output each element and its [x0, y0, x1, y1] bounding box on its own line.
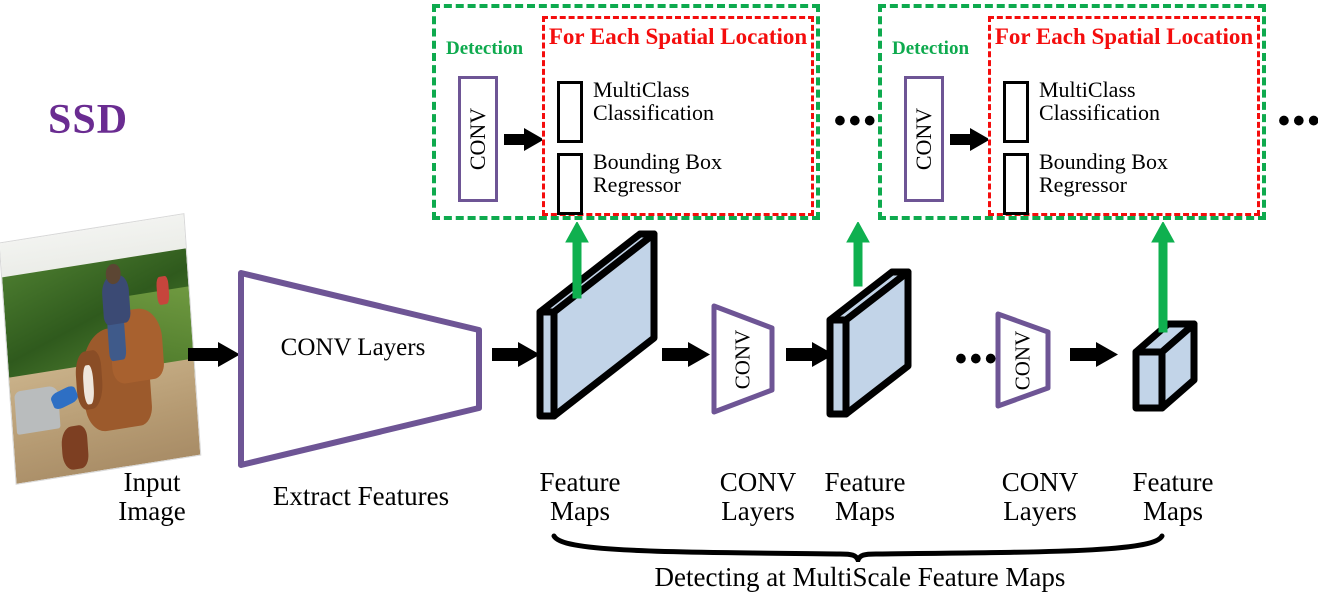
detection-ellipsis-after: •••: [1278, 102, 1318, 140]
arrow-conv3-to-fm3: [1070, 342, 1118, 367]
detection-box-2[interactable]: Detection CONV For Each Spatial Location…: [878, 4, 1266, 220]
green-arrow-fm2-to-detection: [846, 222, 870, 287]
conv-trapezoid-3-label: CONV: [992, 308, 1054, 412]
input-image-photo: [0, 213, 202, 485]
multiclass-classification-label-2: MultiClass Classification: [1039, 77, 1160, 125]
arrow-fm1-to-conv2: [662, 342, 710, 367]
detection-box-1[interactable]: Detection CONV For Each Spatial Location…: [432, 4, 820, 220]
multiscale-brace: [551, 533, 1165, 562]
spatial-title-2: For Each Spatial Location: [994, 24, 1254, 49]
green-arrow-fm1-to-detection: [565, 222, 589, 299]
spatial-location-box-1[interactable]: For Each Spatial Location MultiClass Cla…: [542, 16, 814, 216]
detection-label-2: Detection: [892, 38, 970, 59]
spatial-title-1: For Each Spatial Location: [548, 24, 808, 49]
conv-layers-2-label-text: CONV Layers: [719, 467, 797, 527]
pipeline-ellipsis: •••: [955, 340, 1000, 378]
feature-maps-2-label: Feature Maps: [824, 467, 906, 527]
multiclass-classification-slot-1[interactable]: [557, 81, 583, 143]
detection-ellipsis-between: •••: [834, 102, 879, 140]
bounding-box-regressor-slot-2[interactable]: [1003, 153, 1029, 215]
multiclass-classification-slot-2[interactable]: [1003, 81, 1029, 143]
bounding-box-regressor-label-1: Bounding Box Regressor: [593, 149, 722, 197]
feature-map-1: [536, 230, 658, 420]
arrow-backbone-to-fm1: [492, 342, 540, 367]
arrow-conv2-to-fm2: [786, 342, 834, 367]
conv-layers-3-label: CONV Layers: [980, 467, 1100, 527]
feature-map-3: [1132, 320, 1198, 412]
detection-conv-label-1: CONV: [465, 107, 490, 171]
conv-trapezoid-3-label-text: CONV: [1010, 330, 1035, 390]
arrow-conv-to-outputs-2: [950, 128, 990, 151]
conv-layers-3-label-text: CONV Layers: [1001, 467, 1079, 527]
arrow-image-to-backbone: [188, 342, 240, 367]
arrow-conv-to-outputs-1: [504, 128, 544, 151]
detection-conv-box-2[interactable]: CONV: [904, 76, 944, 202]
green-arrow-fm3-to-detection: [1151, 222, 1175, 333]
input-image-label: Input Image: [118, 467, 186, 527]
bounding-box-regressor-slot-1[interactable]: [557, 153, 583, 215]
backbone-conv-label: CONV Layers: [258, 334, 448, 362]
detection-conv-label-2: CONV: [911, 107, 936, 171]
detection-label-1: Detection: [446, 38, 524, 59]
backbone-conv-trapezoid: [238, 270, 482, 468]
detection-conv-box-1[interactable]: CONV: [458, 76, 498, 202]
bounding-box-regressor-label-2: Bounding Box Regressor: [1039, 149, 1168, 197]
feature-map-2: [826, 268, 912, 418]
conv-layers-2-label: CONV Layers: [698, 467, 818, 527]
spatial-location-box-2[interactable]: For Each Spatial Location MultiClass Cla…: [988, 16, 1260, 216]
conv-trapezoid-2-label-text: CONV: [730, 329, 755, 389]
feature-maps-3-label: Feature Maps: [1132, 467, 1214, 527]
extract-features-label: Extract Features: [272, 481, 450, 511]
backbone-conv-label-text: CONV Layers: [280, 334, 426, 361]
diagram-caption: Detecting at MultiScale Feature Maps: [654, 562, 1066, 592]
feature-maps-1-label: Feature Maps: [539, 467, 621, 527]
page-title: SSD: [48, 97, 129, 143]
conv-trapezoid-2-label: CONV: [708, 300, 778, 418]
multiclass-classification-label-1: MultiClass Classification: [593, 77, 714, 125]
